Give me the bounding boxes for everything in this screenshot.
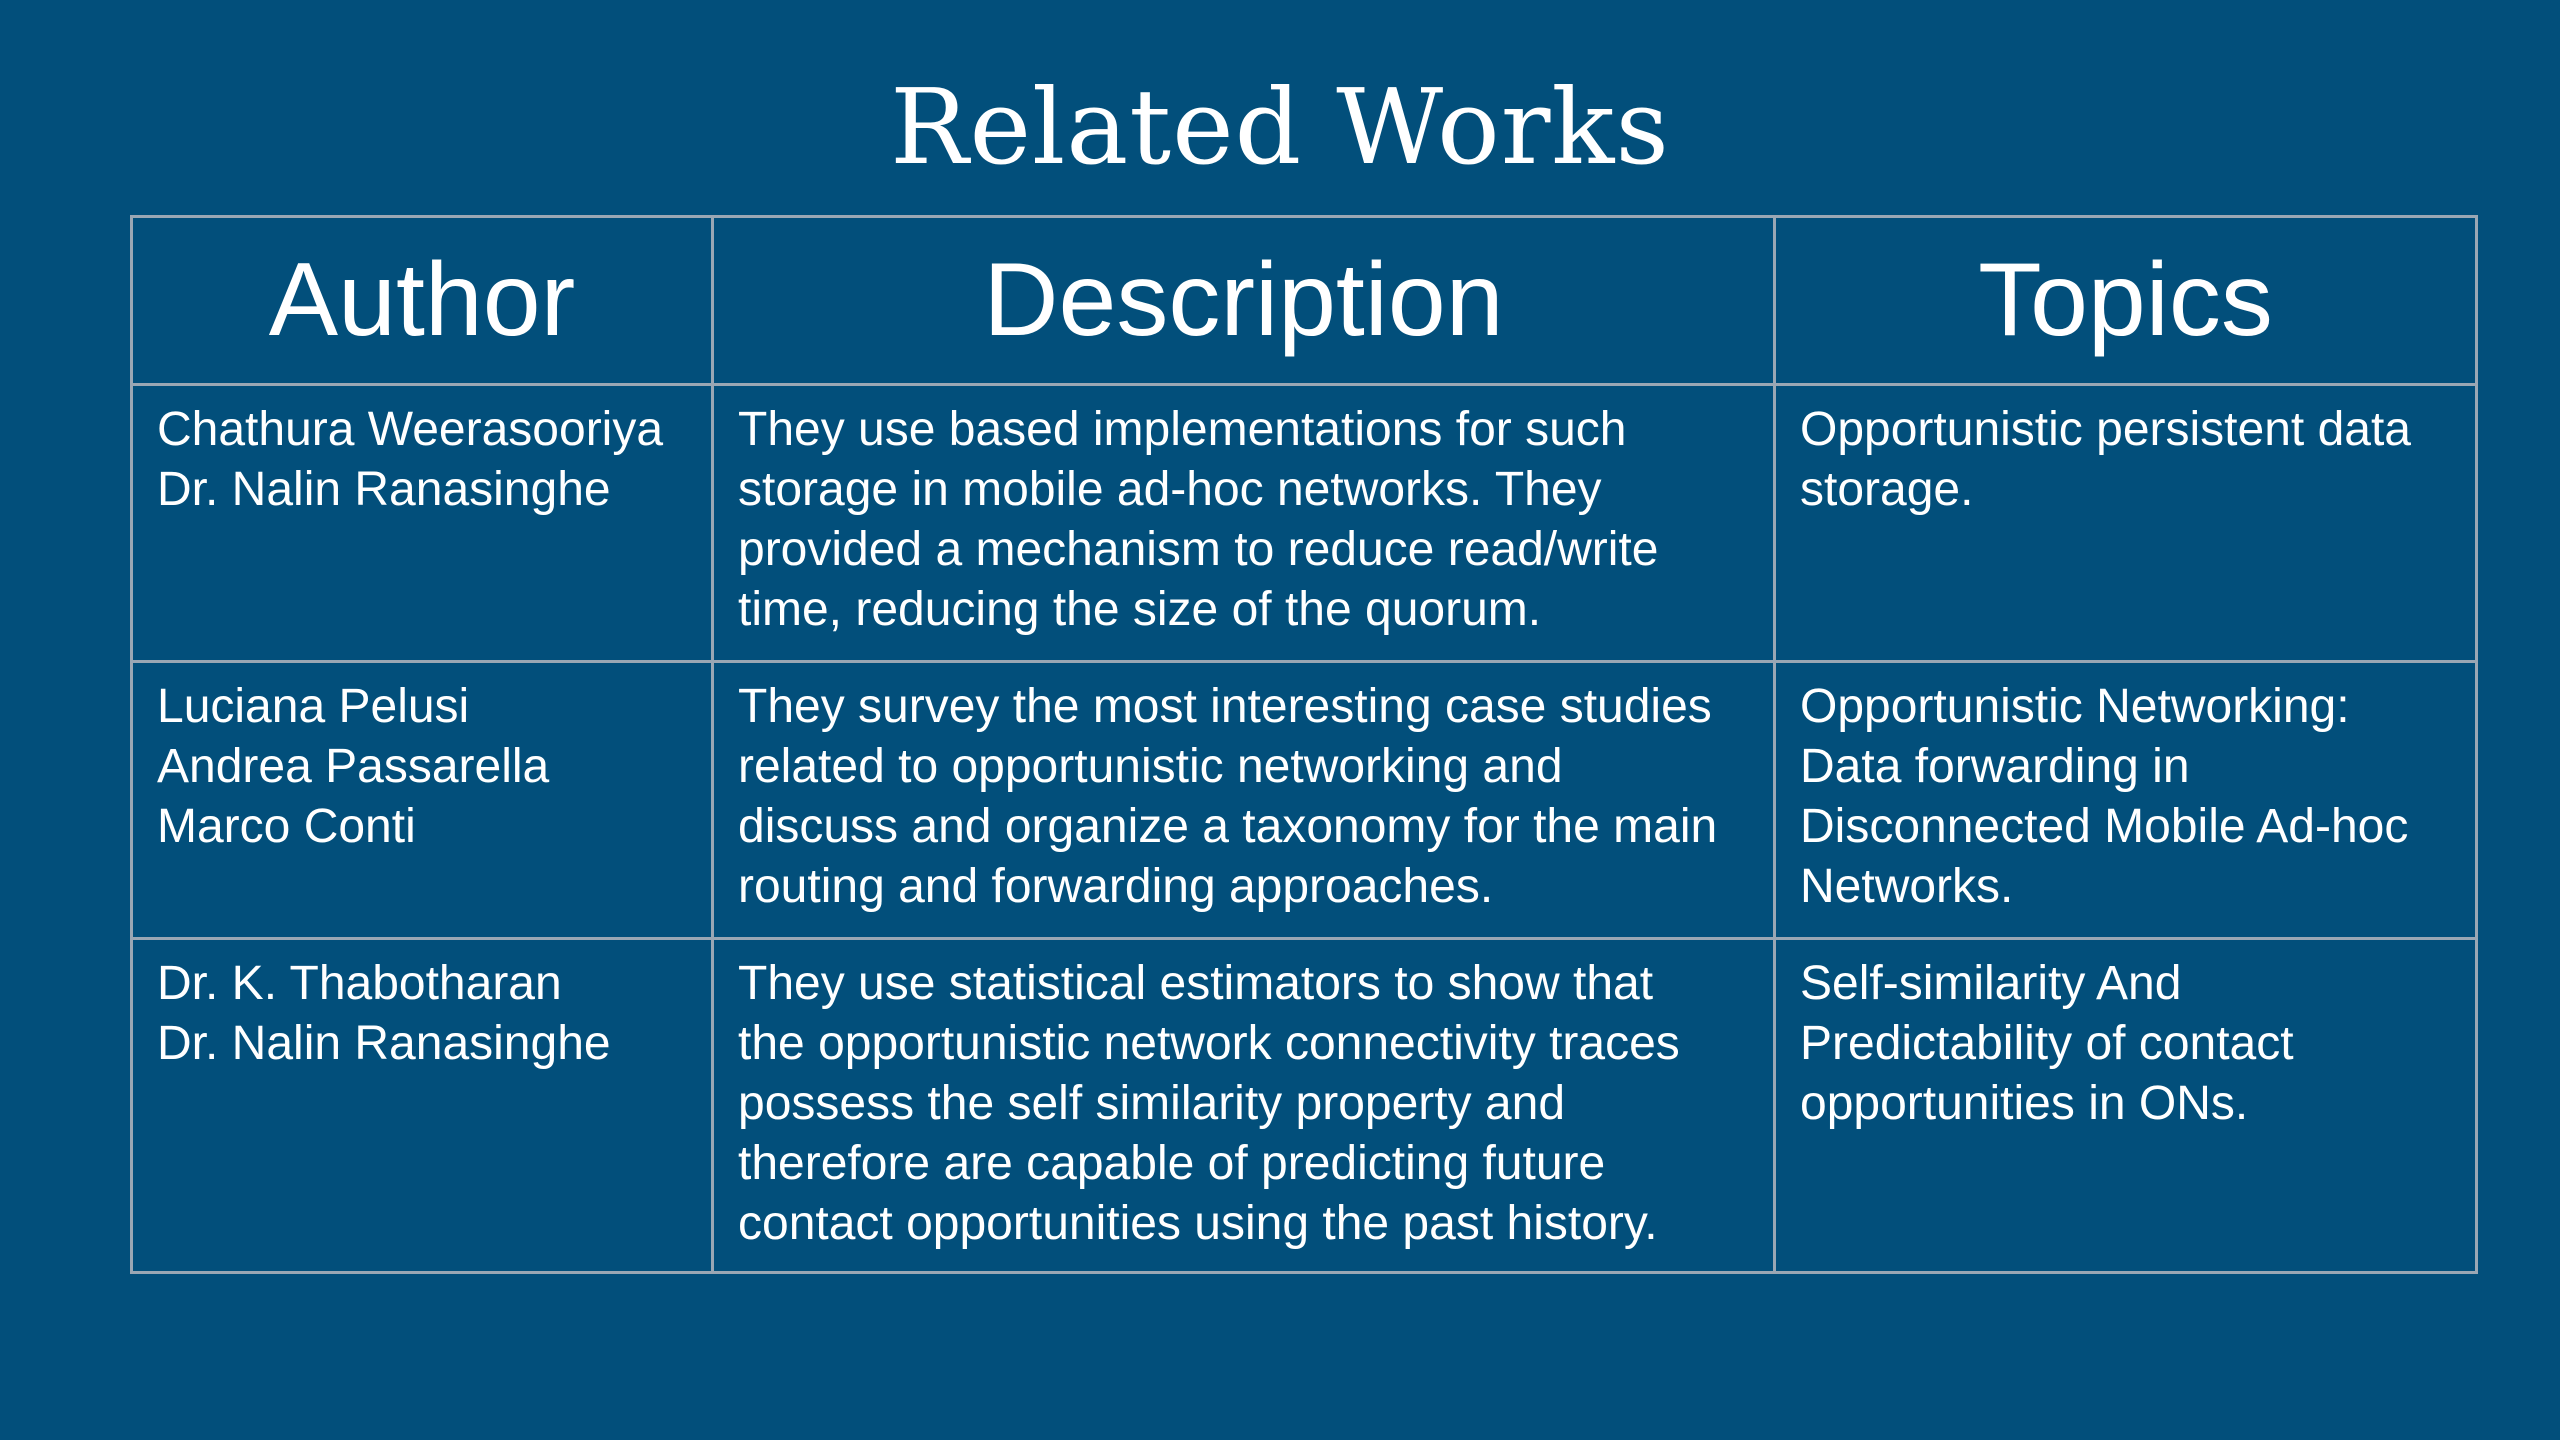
table-header-row: Author Description Topics xyxy=(130,215,2478,386)
topics-line: Networks. xyxy=(1800,860,2014,913)
topics-cell: Opportunistic Networking: Data forwardin… xyxy=(1773,660,2478,940)
author-name: Chathura Weerasooriya xyxy=(157,403,664,456)
description-cell: They survey the most interesting case st… xyxy=(711,660,1776,940)
topics-line: Disconnected Mobile Ad-hoc xyxy=(1800,800,2409,853)
topics-line: Predictability of contact xyxy=(1800,1017,2294,1070)
table-row: Luciana Pelusi Andrea Passarella Marco C… xyxy=(130,660,2478,940)
description-line: therefore are capable of predicting futu… xyxy=(738,1137,1606,1190)
description-cell: They use statistical estimators to show … xyxy=(711,937,1776,1274)
topics-line: Opportunistic persistent data xyxy=(1800,403,2411,456)
description-line: time, reducing the size of the quorum. xyxy=(738,583,1542,636)
description-line: possess the self similarity property and xyxy=(738,1077,1566,1130)
description-line: They use based implementations for such xyxy=(738,403,1627,456)
table-row: Dr. K. Thabotharan Dr. Nalin Ranasinghe … xyxy=(130,937,2478,1274)
slide-title: Related Works xyxy=(890,66,1670,188)
related-works-table: Author Description Topics Chathura Weera… xyxy=(130,215,2478,1274)
description-line: provided a mechanism to reduce read/writ… xyxy=(738,523,1659,576)
topics-cell: Opportunistic persistent data storage. xyxy=(1773,383,2478,663)
topics-line: Data forwarding in xyxy=(1800,740,2190,793)
author-name: Dr. K. Thabotharan xyxy=(157,957,562,1010)
author-name: Dr. Nalin Ranasinghe xyxy=(157,1017,611,1070)
topics-line: opportunities in ONs. xyxy=(1800,1077,2249,1130)
topics-cell: Self-similarity And Predictability of co… xyxy=(1773,937,2478,1274)
author-cell: Luciana Pelusi Andrea Passarella Marco C… xyxy=(130,660,714,940)
description-line: the opportunistic network connectivity t… xyxy=(738,1017,1680,1070)
author-name: Marco Conti xyxy=(157,800,416,853)
header-topics: Topics xyxy=(1773,215,2478,386)
topics-line: Opportunistic Networking: xyxy=(1800,680,2350,733)
header-author: Author xyxy=(130,215,714,386)
description-line: discuss and organize a taxonomy for the … xyxy=(738,800,1718,853)
description-line: They use statistical estimators to show … xyxy=(738,957,1654,1010)
header-description: Description xyxy=(711,215,1776,386)
author-name: Andrea Passarella xyxy=(157,740,550,793)
description-cell: They use based implementations for such … xyxy=(711,383,1776,663)
description-line: storage in mobile ad-hoc networks. They xyxy=(738,463,1602,516)
description-line: routing and forwarding approaches. xyxy=(738,860,1494,913)
topics-line: storage. xyxy=(1800,463,1974,516)
table-row: Chathura Weerasooriya Dr. Nalin Ranasing… xyxy=(130,383,2478,663)
author-cell: Dr. K. Thabotharan Dr. Nalin Ranasinghe xyxy=(130,937,714,1274)
topics-line: Self-similarity And xyxy=(1800,957,2182,1010)
author-name: Luciana Pelusi xyxy=(157,680,470,733)
author-name: Dr. Nalin Ranasinghe xyxy=(157,463,611,516)
description-line: related to opportunistic networking and xyxy=(738,740,1563,793)
description-line: contact opportunities using the past his… xyxy=(738,1197,1658,1250)
author-cell: Chathura Weerasooriya Dr. Nalin Ranasing… xyxy=(130,383,714,663)
description-line: They survey the most interesting case st… xyxy=(738,680,1712,733)
